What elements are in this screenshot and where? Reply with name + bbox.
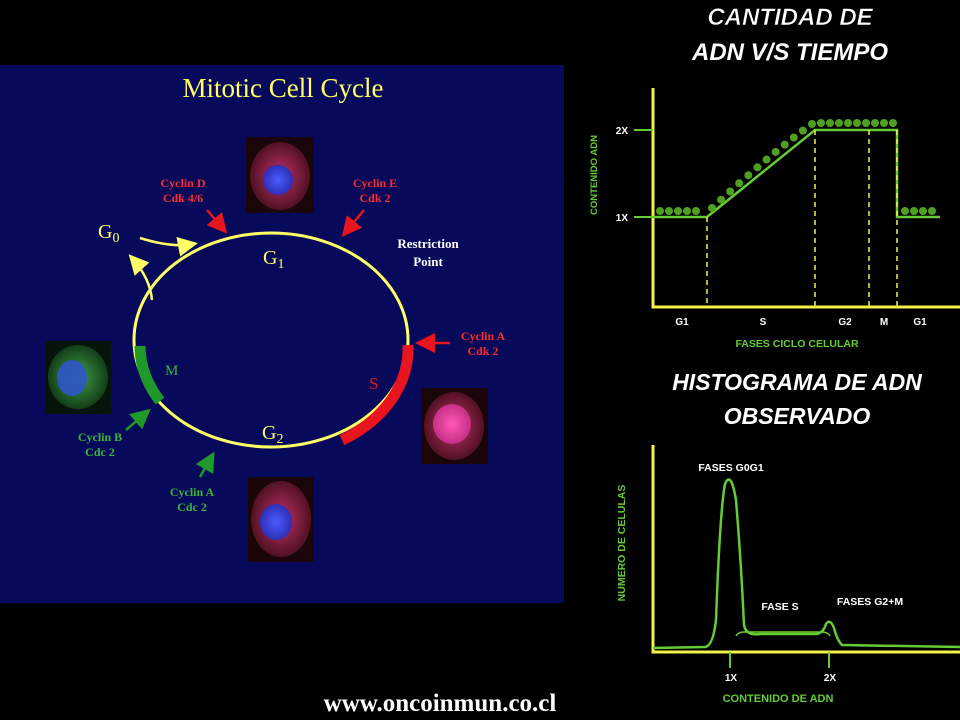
observed-dot: [880, 119, 888, 127]
phase-dividers: [706, 130, 898, 307]
dna-time-ylabel: CONTENIDO ADN: [589, 135, 600, 215]
m-phase-arc: [134, 345, 165, 405]
observed-dot: [853, 119, 861, 127]
phase-label-g1-end: G1: [913, 317, 927, 328]
cyclin-a-g2-arrow: [195, 451, 215, 478]
observed-dot: [665, 207, 673, 215]
phase-label-g2: G2: [838, 317, 852, 328]
observed-dot: [780, 140, 789, 149]
observed-dot: [798, 126, 807, 135]
cyclin-e-arrow: [341, 209, 365, 237]
label-m: M: [165, 363, 178, 379]
phase-label-s: S: [760, 317, 767, 328]
observed-dot: [744, 171, 753, 180]
label-g2m-phase: FASES G2+M: [837, 596, 903, 608]
g0-exit-arrow: [139, 236, 198, 257]
histogram-axes: [651, 445, 960, 654]
observed-dots: [656, 119, 936, 215]
observed-dot: [826, 119, 834, 127]
cyclin-e-label: Cyclin E: [353, 176, 397, 190]
label-g0g1-phase: FASES G0G1: [698, 462, 764, 474]
label-s-phase: FASE S: [761, 601, 798, 613]
observed-dot: [656, 207, 664, 215]
observed-dot: [871, 119, 879, 127]
phase-label-m: M: [880, 317, 888, 328]
label-g2: G2: [262, 422, 283, 447]
observed-dot: [762, 155, 771, 164]
cell-image-g2: [248, 477, 314, 562]
observed-dot: [919, 207, 927, 215]
cdk2-a-label: Cdk 2: [467, 344, 498, 358]
phase-labels: G1 S G2 M G1: [675, 317, 927, 328]
footer-url: www.oncoinmun.co.cl: [324, 690, 557, 717]
restriction-point-line2: Point: [413, 254, 443, 269]
cyclin-b-arrow: [125, 408, 151, 431]
restriction-point-line1: Restriction: [397, 236, 459, 251]
dna-time-axes: [651, 88, 960, 309]
cell-cycle-panel: Mitotic Cell Cycle G0 G1 G2 S M Restrict…: [0, 65, 564, 603]
label-s: S: [369, 374, 378, 393]
observed-dot: [708, 204, 716, 212]
observed-dot: [835, 119, 843, 127]
histogram-title-line1: HISTOGRAMA DE ADN: [672, 369, 922, 395]
xtick-1x: 1X: [725, 673, 738, 684]
label-g1: G1: [263, 247, 284, 272]
histogram-title-line2: OBSERVADO: [724, 403, 871, 429]
histogram-curve: [652, 478, 960, 650]
observed-dot: [692, 207, 700, 215]
ytick-1x: 1X: [616, 213, 629, 224]
observed-dot: [717, 195, 726, 204]
cdc2-b-label: Cdc 2: [85, 445, 115, 459]
observed-dot: [889, 119, 897, 127]
observed-dot: [862, 119, 870, 127]
dna-time-xlabel: FASES CICLO CELULAR: [735, 338, 859, 350]
observed-dot: [735, 179, 744, 188]
observed-dot: [817, 119, 825, 127]
label-g0: G0: [98, 221, 119, 246]
histogram-panel: HISTOGRAMA DE ADN OBSERVADO NUMERO DE CE…: [616, 369, 960, 705]
dna-content-line: [653, 128, 940, 219]
cdk46-label: Cdk 4/6: [163, 191, 203, 205]
s-phase-plateau: [735, 631, 831, 637]
cycle-ring: [132, 231, 410, 449]
cell-image-g1: [246, 137, 314, 213]
dna-time-title-line1: CANTIDAD DE: [707, 4, 873, 31]
cyclin-b-label: Cyclin B: [78, 430, 122, 444]
cyclin-a-s-label: Cyclin A: [461, 329, 506, 343]
cycle-title: Mitotic Cell Cycle: [183, 73, 384, 103]
observed-dot: [910, 207, 918, 215]
dna-time-panel: CANTIDAD DE ADN V/S TIEMPO 2X 1X CONTENI…: [589, 4, 960, 350]
observed-dot: [844, 119, 852, 127]
dna-time-title-line2: ADN V/S TIEMPO: [691, 39, 888, 66]
phase-label-g1: G1: [675, 317, 689, 328]
observed-dot: [901, 207, 909, 215]
cyclin-d-arrow: [206, 209, 228, 234]
observed-dot: [789, 133, 798, 142]
cyclin-d-label: Cyclin D: [161, 176, 206, 190]
observed-dot: [928, 207, 936, 215]
xtick-2x: 2X: [824, 673, 837, 684]
observed-dot: [674, 207, 682, 215]
s-phase-arc: [339, 344, 414, 445]
observed-dot: [753, 163, 762, 172]
ytick-2x: 2X: [616, 126, 629, 137]
observed-dot: [771, 147, 780, 156]
cyclin-a-g2-label: Cyclin A: [170, 485, 215, 499]
cdk2-e-label: Cdk 2: [359, 191, 390, 205]
g0-entry-arrow: [128, 254, 154, 301]
cell-image-s: [421, 388, 488, 464]
cell-image-m: [45, 341, 111, 414]
observed-dot: [808, 120, 816, 128]
cdc2-a-label: Cdc 2: [177, 500, 207, 514]
observed-dot: [726, 187, 735, 196]
observed-dot: [683, 207, 691, 215]
histogram-ylabel: NUMERO DE CELULAS: [616, 485, 628, 602]
histogram-xlabel: CONTENIDO DE ADN: [723, 693, 834, 705]
